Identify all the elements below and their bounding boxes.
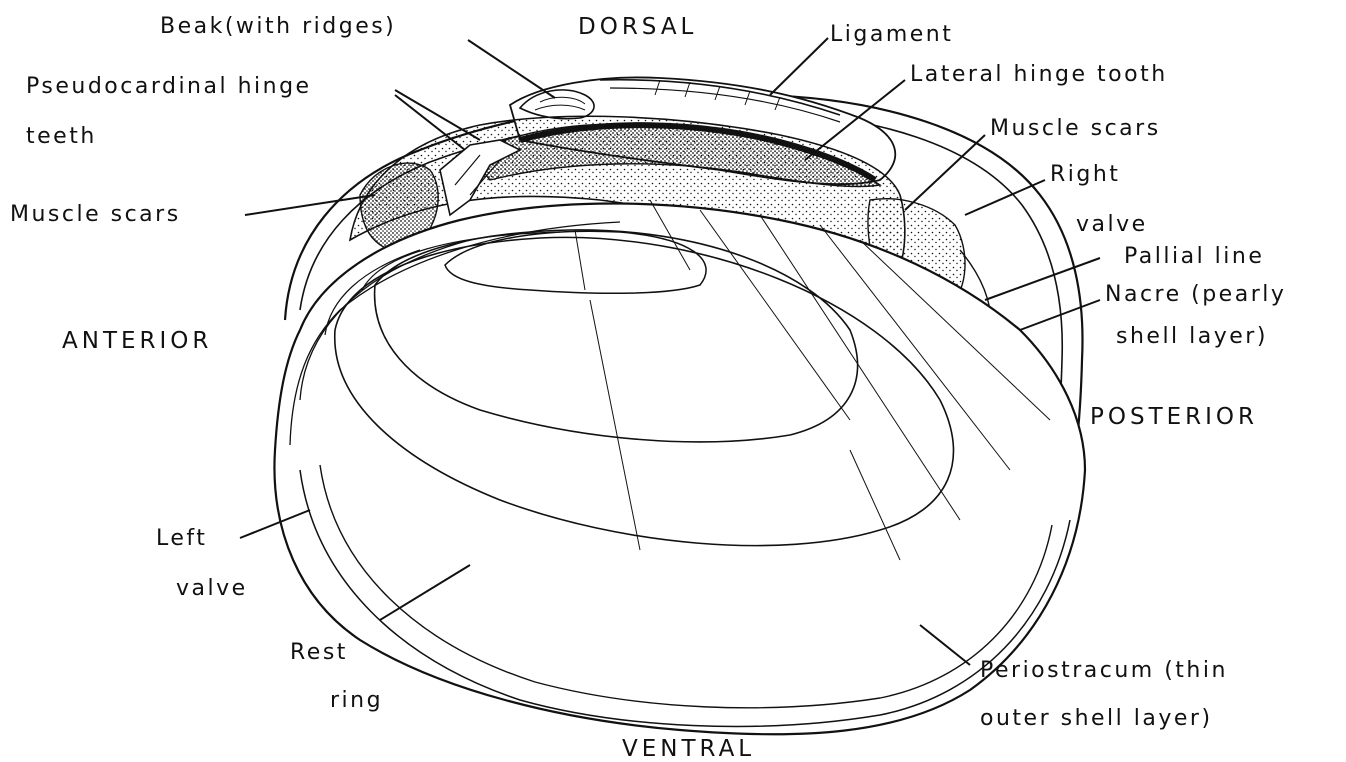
- leader-rest-ring: [380, 565, 470, 620]
- leader-ligament: [770, 38, 828, 95]
- label-right-valve-1: Right: [1050, 162, 1120, 188]
- leader-lateral-tooth: [805, 80, 905, 160]
- label-beak: Beak(with ridges): [160, 14, 396, 40]
- label-ventral: VENTRAL: [622, 736, 755, 762]
- label-nacre-2: shell layer): [1116, 324, 1268, 350]
- label-rest-ring-1: Rest: [290, 640, 348, 666]
- label-dorsal: DORSAL: [578, 14, 697, 40]
- label-periostracum-1: Periostracum (thin: [980, 658, 1228, 684]
- leader-beak: [468, 40, 555, 98]
- label-pallial-line: Pallial line: [1124, 244, 1264, 270]
- label-periostracum-2: outer shell layer): [980, 706, 1213, 732]
- leader-pseudocardinal-1: [395, 90, 480, 140]
- label-rest-ring-2: ring: [330, 688, 383, 714]
- leader-left-valve: [240, 510, 310, 538]
- leader-periostracum: [920, 625, 970, 665]
- label-nacre-1: Nacre (pearly: [1105, 282, 1286, 308]
- label-posterior: POSTERIOR: [1090, 404, 1258, 430]
- label-anterior: ANTERIOR: [62, 328, 212, 354]
- label-left-valve-1: Left: [156, 526, 207, 552]
- label-pseudocardinal-1: Pseudocardinal hinge: [26, 74, 312, 100]
- leader-nacre: [1020, 300, 1100, 330]
- label-right-valve-2: valve: [1076, 212, 1148, 238]
- label-lateral-tooth: Lateral hinge tooth: [910, 62, 1168, 88]
- leader-pallial-line: [985, 258, 1100, 300]
- label-left-valve-2: valve: [176, 576, 248, 602]
- label-ligament: Ligament: [830, 22, 953, 48]
- label-pseudocardinal-2: teeth: [26, 124, 97, 150]
- label-muscle-scars-left: Muscle scars: [10, 202, 181, 228]
- leader-pseudocardinal-2: [395, 95, 465, 150]
- leader-muscle-scars-right: [905, 135, 985, 210]
- leader-right-valve: [965, 180, 1045, 215]
- leader-muscle-scars-left: [245, 195, 375, 215]
- label-muscle-scars-right: Muscle scars: [990, 116, 1161, 142]
